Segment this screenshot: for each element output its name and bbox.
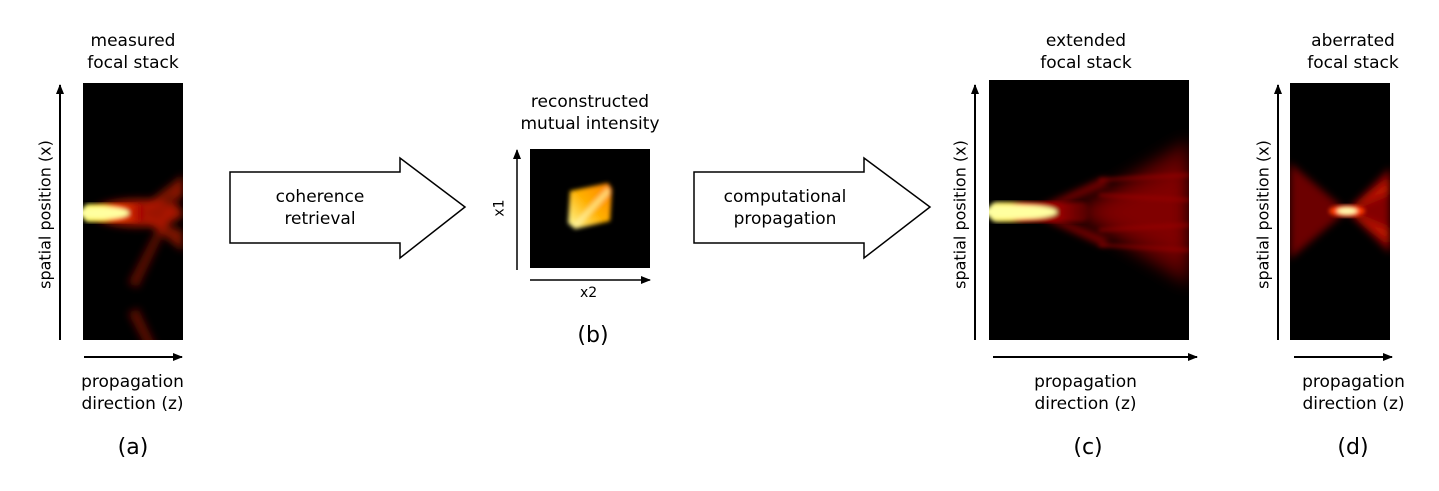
panel-c-title-line1: extended — [1045, 31, 1127, 51]
panel-a-title-line1: measured — [90, 31, 176, 51]
panel-d-title-line2: focal stack — [1307, 53, 1399, 73]
panel-d-image — [1290, 83, 1390, 340]
panel-c-x-label-line1: propagation — [1034, 372, 1137, 392]
panel-b-title: reconstructed mutual intensity — [520, 91, 660, 135]
panel-d-title-line1: aberrated — [1311, 31, 1395, 51]
panel-d-x-label-line1: propagation — [1302, 372, 1405, 392]
arrow-2-label-line1: computational — [723, 187, 847, 207]
panel-a-title: measured focal stack — [82, 30, 184, 74]
panel-d-x-label-line2: direction (z) — [1302, 394, 1405, 414]
panel-a-x-label-line2: direction (z) — [81, 394, 184, 414]
panel-a-caption: (a) — [117, 435, 149, 460]
coherence-retrieval-arrow — [229, 156, 467, 260]
panel-a-y-label: spatial position (x) — [35, 140, 55, 289]
panel-c-title: extended focal stack — [1026, 30, 1146, 74]
panel-b-image — [530, 149, 650, 268]
panel-d-x-label: propagation direction (z) — [1291, 371, 1416, 415]
panel-d-title: aberrated focal stack — [1302, 30, 1404, 74]
panel-c-x-label-line2: direction (z) — [1034, 394, 1137, 414]
panel-c-y-label: spatial position (x) — [950, 140, 970, 289]
arrow-1-label-line2: retrieval — [284, 209, 356, 229]
panel-a-title-line2: focal stack — [87, 53, 179, 73]
arrow-1-label-line1: coherence — [275, 187, 365, 207]
panel-b-x-label: x2 — [580, 285, 598, 301]
arrow-2-label-line2: propagation — [733, 209, 837, 229]
arrow-1-label: coherence retrieval — [250, 186, 390, 230]
panel-b-y-label: x1 — [491, 199, 508, 217]
arrow-2-label: computational propagation — [710, 186, 860, 230]
panel-a-x-label-line1: propagation — [81, 372, 184, 392]
panel-d-y-label: spatial position (x) — [1253, 140, 1273, 289]
panel-c-x-label: propagation direction (z) — [1023, 371, 1148, 415]
panel-b-title-line2: mutual intensity — [520, 114, 660, 134]
panel-a-image — [83, 83, 183, 340]
panel-b-title-line1: reconstructed — [530, 92, 650, 112]
panel-c-image — [989, 80, 1189, 340]
computational-propagation-arrow — [693, 156, 932, 260]
panel-b-caption: (b) — [577, 323, 609, 348]
panel-d-caption: (d) — [1337, 435, 1369, 460]
panel-c-caption: (c) — [1073, 435, 1103, 460]
panel-c-title-line2: focal stack — [1040, 53, 1132, 73]
panel-a-x-label: propagation direction (z) — [70, 371, 195, 415]
